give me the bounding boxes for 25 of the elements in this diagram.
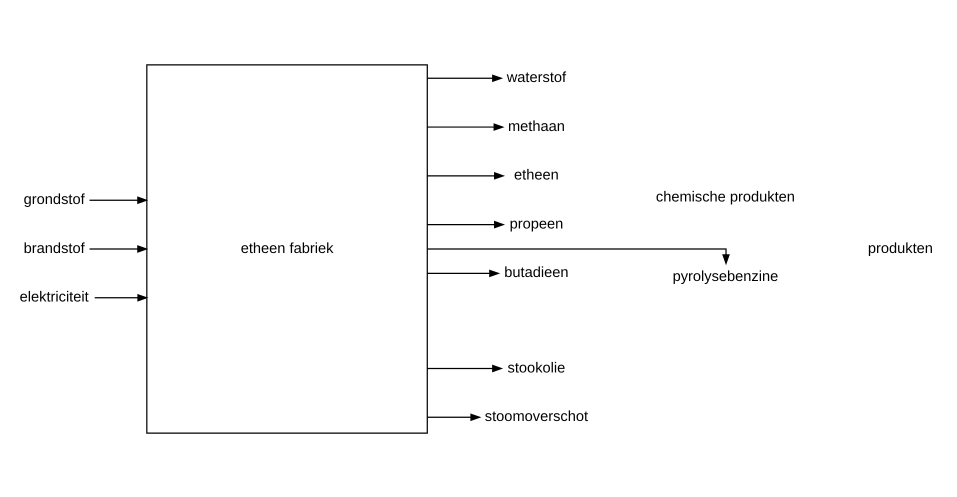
node-text: grondstof (24, 192, 85, 208)
node-text: etheen (514, 167, 559, 184)
arrow (90, 244, 148, 252)
node-text: stookolie (508, 360, 566, 376)
arrow (94, 293, 148, 302)
arrow (427, 74, 504, 82)
arrow (427, 171, 506, 180)
arrow (427, 220, 506, 228)
node-text: stoomoverschot (484, 408, 588, 425)
node-text: waterstof (506, 70, 566, 86)
arrow (427, 364, 504, 372)
node-box: etheen fabriek (146, 64, 428, 434)
node-text: butadieen (504, 264, 569, 281)
arrow (428, 248, 730, 265)
node-text: elektriciteit (20, 289, 89, 306)
node-text: methaan (508, 118, 565, 134)
arrow (427, 412, 482, 421)
label: produkten (868, 240, 933, 256)
node-text: brandstof (24, 240, 85, 256)
node-text: pyrolysebenzine (672, 268, 778, 284)
node-text: propeen (510, 216, 564, 232)
arrow (90, 196, 148, 204)
arrow (427, 122, 505, 130)
arrow (427, 269, 500, 277)
label: chemische produkten (656, 189, 795, 206)
